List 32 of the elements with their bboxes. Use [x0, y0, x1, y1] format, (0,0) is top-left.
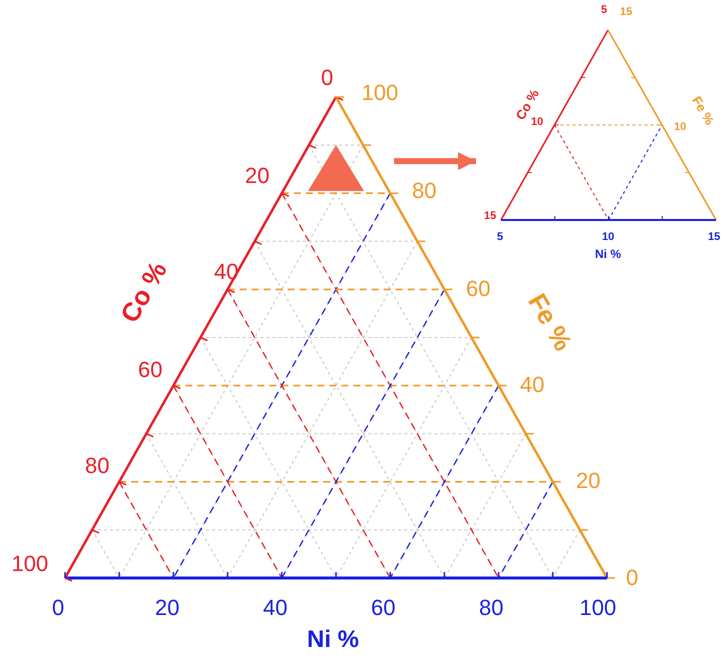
tick-label: 80 — [479, 597, 504, 619]
tick-label: 0 — [321, 67, 334, 89]
axis-title: Ni % — [307, 628, 360, 652]
tick-label: 60 — [466, 278, 490, 300]
tick-label: 0 — [52, 597, 64, 619]
tick-label: 80 — [85, 455, 110, 477]
tick-label: 5 — [497, 232, 504, 242]
tick-label: 10 — [674, 122, 686, 132]
tick-label: 10 — [531, 116, 544, 128]
tick-label: 15 — [708, 232, 720, 242]
tick-label: 15 — [620, 6, 632, 18]
axis-title: Fe % — [523, 289, 576, 355]
tick-label: 5 — [601, 4, 608, 16]
tick-label: 40 — [520, 374, 544, 396]
tick-label: 60 — [138, 359, 162, 381]
arrow — [394, 152, 476, 170]
tick-label: 20 — [245, 165, 270, 187]
triangle-marker — [308, 145, 364, 191]
tick-label: 100 — [362, 82, 398, 104]
tick-label: 15 — [484, 210, 496, 222]
tick-label: 100 — [12, 553, 48, 575]
axis-title: Ni % — [595, 248, 622, 260]
tick-label: 20 — [155, 597, 180, 619]
tick-label: 40 — [263, 597, 288, 619]
tick-label: 100 — [580, 597, 616, 619]
axis-title: Co % — [116, 257, 170, 327]
axis-title: Fe % — [690, 94, 716, 126]
tick-label: 10 — [602, 232, 614, 242]
tick-label: 80 — [412, 180, 436, 202]
tick-label: 60 — [371, 597, 396, 619]
tick-label: 20 — [576, 470, 600, 492]
tick-label: 0 — [626, 567, 638, 589]
